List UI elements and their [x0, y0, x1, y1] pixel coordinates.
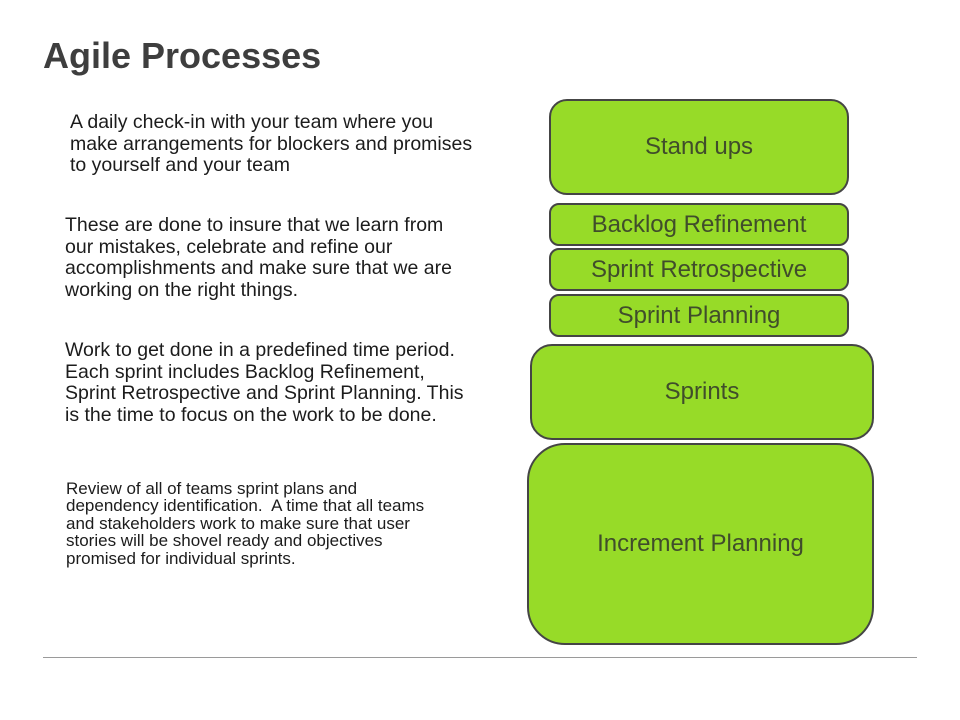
- node-backlog-refinement-label: Backlog Refinement: [591, 210, 807, 238]
- page-title: Agile Processes: [43, 35, 322, 76]
- node-sprint-planning[interactable]: Sprint Planning: [549, 294, 849, 337]
- footer-divider: [43, 657, 917, 658]
- node-sprints[interactable]: Sprints: [530, 344, 874, 440]
- description-increment-planning: Review of all of teams sprint plans and …: [66, 479, 425, 568]
- node-increment-planning[interactable]: Increment Planning: [527, 443, 874, 645]
- node-stand-ups[interactable]: Stand ups: [549, 99, 849, 195]
- description-refinement-retro-planning: These are done to insure that we learn f…: [65, 214, 452, 301]
- node-sprint-retrospective-label: Sprint Retrospective: [590, 255, 808, 283]
- node-backlog-refinement[interactable]: Backlog Refinement: [549, 203, 849, 246]
- node-sprint-planning-label: Sprint Planning: [617, 301, 781, 329]
- node-stand-ups-label: Stand ups: [644, 133, 754, 160]
- node-sprints-label: Sprints: [664, 378, 740, 405]
- node-sprint-retrospective[interactable]: Sprint Retrospective: [549, 248, 849, 291]
- description-sprints: Work to get done in a predefined time pe…: [65, 339, 464, 426]
- description-stand-ups: A daily check-in with your team where yo…: [70, 111, 473, 177]
- node-increment-planning-label: Increment Planning: [597, 530, 804, 557]
